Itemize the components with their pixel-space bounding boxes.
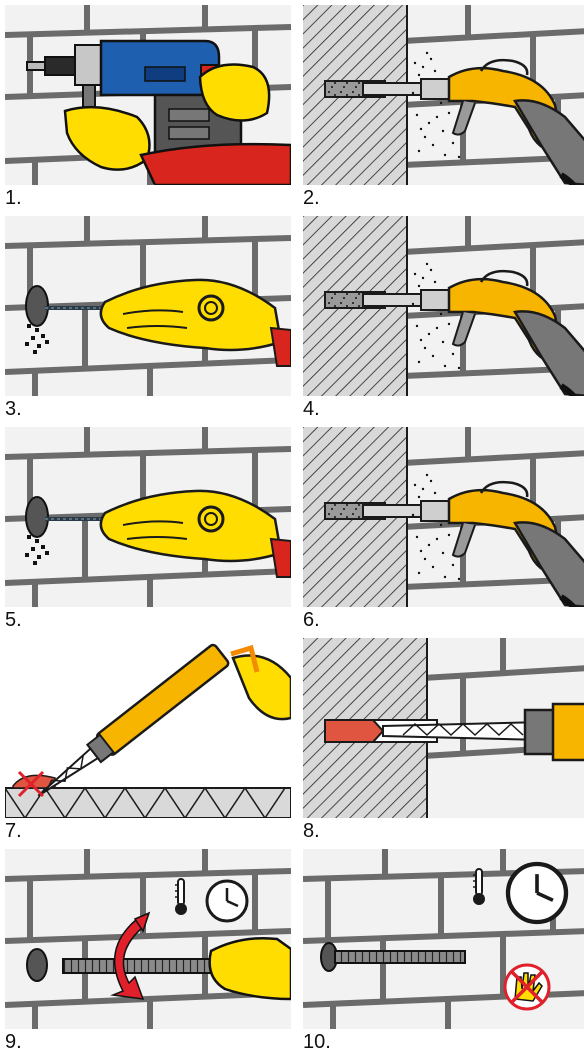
step-6-panel: 6. (303, 427, 584, 607)
hammer-drill-drilling-illustration (5, 5, 291, 185)
step-3-panel: 3. (5, 216, 291, 396)
step-number: 7. (5, 821, 22, 841)
step-number: 2. (303, 188, 320, 208)
inject-mortar-into-hole-illustration (303, 638, 584, 818)
step-8-panel: 8. (303, 638, 584, 818)
step-9-panel: 9. (5, 849, 291, 1029)
air-blower-cleaning-illustration (303, 5, 584, 185)
wire-brush-cleaning-illustration (5, 427, 291, 607)
step-10-panel: 10. (303, 849, 584, 1029)
air-blower-cleaning-illustration (303, 216, 584, 396)
step-number: 4. (303, 399, 320, 419)
step-number: 10. (303, 1032, 331, 1052)
step-2-panel: 2. (303, 5, 584, 185)
step-number: 8. (303, 821, 320, 841)
curing-time-do-not-touch-illustration (303, 849, 584, 1029)
insert-threaded-rod-twisting-illustration (5, 849, 291, 1029)
step-7-panel: 7. (5, 638, 291, 818)
no-touch-icon (505, 965, 549, 1009)
wire-brush-cleaning-illustration (5, 216, 291, 396)
step-4-panel: 4. (303, 216, 584, 396)
cartridge-gun-discard-first-mortar-illustration (5, 638, 291, 818)
step-number: 6. (303, 610, 320, 630)
step-number: 5. (5, 610, 22, 630)
air-blower-cleaning-illustration (303, 427, 584, 607)
step-5-panel: 5. (5, 427, 291, 607)
step-number: 1. (5, 188, 22, 208)
step-number: 3. (5, 399, 22, 419)
step-1-panel: 1. (5, 5, 291, 185)
step-number: 9. (5, 1032, 22, 1052)
